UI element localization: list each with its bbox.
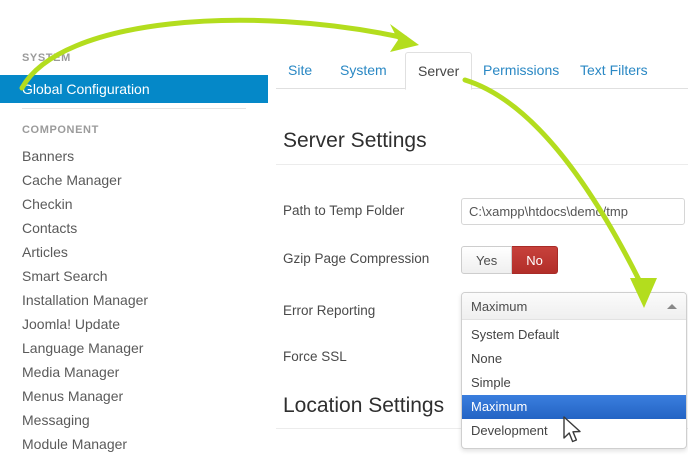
label-force-ssl: Force SSL (283, 349, 347, 364)
temp-folder-input[interactable] (461, 198, 685, 225)
tabbar: Site System Server Permissions Text Filt… (268, 52, 688, 90)
main-content: Site System Server Permissions Text Filt… (268, 0, 688, 459)
tab-text-filters[interactable]: Text Filters (580, 62, 648, 78)
gzip-toggle-group: Yes No (461, 246, 558, 274)
sidebar-item-label: Banners (22, 148, 75, 164)
error-reporting-dropdown[interactable]: Maximum System Default None Simple Maxim… (461, 292, 687, 449)
label-gzip-page-compression: Gzip Page Compression (283, 251, 430, 266)
sidebar-item-label: Joomla! Update (22, 316, 121, 332)
sidebar-item-label: Cache Manager (22, 172, 122, 188)
sidebar-item-label: Contacts (22, 220, 78, 236)
error-reporting-dropdown-toggle[interactable]: Maximum (462, 293, 686, 320)
sidebar-item-messaging[interactable]: Messaging (22, 412, 90, 428)
dropdown-option-development[interactable]: Development (471, 423, 548, 438)
sidebar-item-banners[interactable]: Banners (22, 148, 74, 164)
gzip-no-button[interactable]: No (512, 246, 558, 274)
sidebar-item-label: Media Manager (22, 364, 120, 380)
label-path-to-temp-folder: Path to Temp Folder (283, 203, 405, 218)
dropdown-option-system-default[interactable]: System Default (471, 327, 560, 342)
sidebar-item-language-manager[interactable]: Language Manager (22, 340, 143, 356)
sidebar-item-joomla-update[interactable]: Joomla! Update (22, 316, 120, 332)
section-heading-location-settings: Location Settings (283, 394, 445, 417)
sidebar-item-label: Smart Search (22, 268, 108, 284)
sidebar: SYSTEM Global Configuration COMPONENT Ba… (0, 0, 268, 459)
sidebar-group-label-system: SYSTEM (22, 52, 71, 64)
sidebar-item-label: Global Configuration (22, 81, 150, 97)
sidebar-divider (22, 108, 246, 109)
tab-system[interactable]: System (340, 62, 387, 78)
sidebar-item-global-configuration[interactable]: Global Configuration (0, 75, 268, 103)
sidebar-item-cache-manager[interactable]: Cache Manager (22, 172, 122, 188)
sidebar-item-label: Language Manager (22, 340, 144, 356)
sidebar-item-label: Installation Manager (22, 292, 149, 308)
section-heading-server-settings: Server Settings (283, 129, 427, 152)
sidebar-item-checkin[interactable]: Checkin (22, 196, 73, 212)
sidebar-item-module-manager[interactable]: Module Manager (22, 436, 127, 452)
dropdown-option-maximum[interactable]: Maximum (462, 395, 686, 419)
tab-site[interactable]: Site (288, 62, 313, 78)
sidebar-item-contacts[interactable]: Contacts (22, 220, 77, 236)
sidebar-item-installation-manager[interactable]: Installation Manager (22, 292, 148, 308)
sidebar-item-menus-manager[interactable]: Menus Manager (22, 388, 123, 404)
sidebar-item-articles[interactable]: Articles (22, 244, 68, 260)
sidebar-item-media-manager[interactable]: Media Manager (22, 364, 119, 380)
sidebar-group-label-component: COMPONENT (22, 124, 99, 136)
label-error-reporting: Error Reporting (283, 303, 376, 318)
sidebar-item-label: Messaging (22, 412, 90, 428)
section-rule-server (276, 164, 688, 165)
sidebar-item-label: Module Manager (22, 436, 128, 452)
dropdown-option-simple[interactable]: Simple (471, 375, 511, 390)
error-reporting-selected-value: Maximum (471, 299, 528, 314)
sidebar-item-label: Menus Manager (22, 388, 124, 404)
error-reporting-option-list: System Default None Simple Maximum Devel… (462, 320, 686, 448)
chevron-up-icon (667, 304, 677, 309)
sidebar-item-label: Articles (22, 244, 68, 260)
tab-permissions[interactable]: Permissions (483, 62, 560, 78)
dropdown-option-none[interactable]: None (471, 351, 503, 366)
sidebar-item-label: Checkin (22, 196, 73, 212)
tab-server[interactable]: Server (405, 52, 473, 90)
sidebar-item-smart-search[interactable]: Smart Search (22, 268, 108, 284)
gzip-yes-button[interactable]: Yes (461, 246, 513, 274)
